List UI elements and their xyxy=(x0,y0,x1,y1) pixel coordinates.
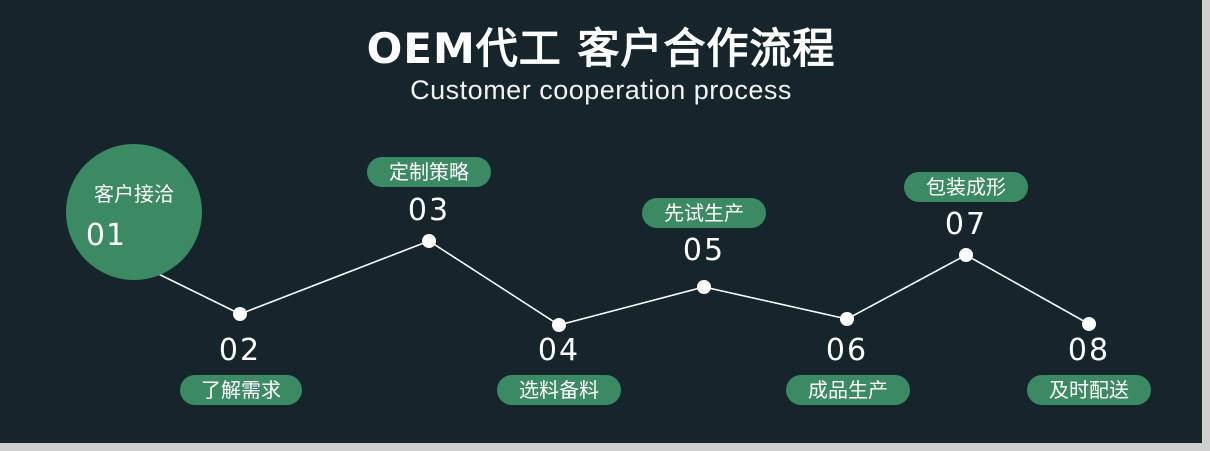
step-01-label: 客户接洽 xyxy=(94,182,174,206)
step-07-label: 包装成形 xyxy=(904,172,1028,202)
page-title: OEM代工 客户合作流程 xyxy=(366,24,836,73)
node-dot-08 xyxy=(1082,317,1096,331)
step-04-label: 选料备料 xyxy=(497,375,621,405)
step-01-number: 01 xyxy=(85,218,127,253)
node-dot-04 xyxy=(552,318,566,332)
node-dot-03 xyxy=(422,234,436,248)
process-connector-lines xyxy=(133,234,1096,332)
step-08-label: 及时配送 xyxy=(1027,375,1151,405)
process-path-line xyxy=(133,240,1090,326)
step-03-number: 03 xyxy=(407,193,451,228)
step-05-number: 05 xyxy=(682,233,726,268)
step-04-number: 04 xyxy=(537,333,581,368)
step-01-circle: 客户接洽 01 xyxy=(66,144,202,280)
node-dot-02 xyxy=(233,307,247,321)
node-dot-06 xyxy=(840,312,854,326)
step-08-number: 08 xyxy=(1067,333,1111,368)
step-06-label: 成品生产 xyxy=(786,375,910,405)
step-05-label: 先试生产 xyxy=(642,198,766,228)
step-06-number: 06 xyxy=(825,333,869,368)
step-07-number: 07 xyxy=(944,207,988,242)
step-03-label: 定制策略 xyxy=(367,157,491,187)
process-board: OEM代工 客户合作流程 Customer cooperation proces… xyxy=(0,0,1202,443)
step-02-number: 02 xyxy=(218,333,262,368)
step-02-label: 了解需求 xyxy=(180,375,302,405)
page-subtitle: Customer cooperation process xyxy=(410,75,792,105)
node-dot-05 xyxy=(697,280,711,294)
node-dot-07 xyxy=(959,248,973,262)
